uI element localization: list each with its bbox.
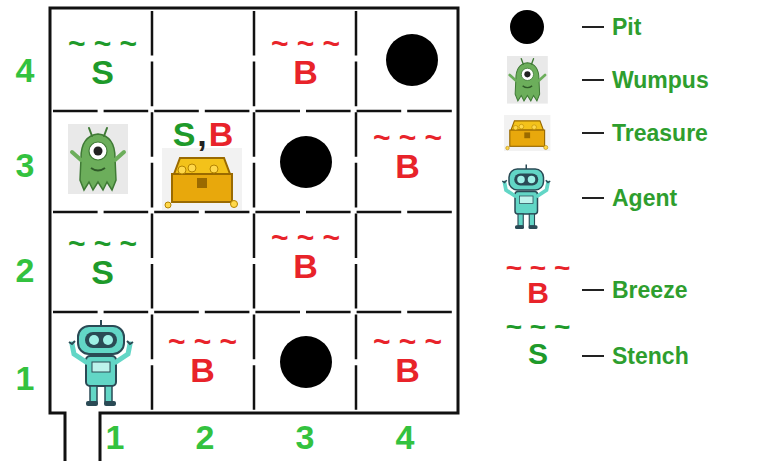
- column-number: 3: [296, 420, 315, 454]
- legend-letter: S: [528, 339, 548, 369]
- row-number: 2: [16, 253, 35, 287]
- legend-text: Stench: [612, 343, 689, 370]
- legend-text: Wumpus: [612, 67, 709, 94]
- legend-text: Treasure: [612, 120, 708, 147]
- grid-cell: ~ ~ ~S: [55, 22, 150, 104]
- percept-letter: B: [395, 351, 420, 389]
- legend-text: Breeze: [612, 277, 687, 304]
- grid-cell: ~ ~ ~B: [258, 216, 353, 298]
- row-number: 3: [16, 148, 35, 182]
- column-number: 2: [196, 420, 215, 454]
- percept-mark: ~ ~ ~: [373, 333, 442, 351]
- legend-letter: B: [527, 278, 549, 308]
- percept-letter: S: [91, 253, 114, 291]
- percept-mark: ~ ~ ~: [271, 229, 340, 247]
- legend-text: Agent: [612, 185, 677, 212]
- column-number: 4: [396, 420, 415, 454]
- grid-cell: S,B: [158, 114, 248, 154]
- percept-mark: ~ ~ ~: [373, 129, 442, 147]
- legend-mark: ~ ~ ~: [506, 313, 571, 341]
- percept-mark: ~ ~ ~: [168, 333, 237, 351]
- percept-mark: ~ ~ ~: [68, 235, 137, 253]
- percept-letter: B: [395, 147, 420, 185]
- percept-letter: ,: [197, 115, 206, 153]
- percept-letter: S: [91, 53, 114, 91]
- column-number: 1: [106, 420, 125, 454]
- grid-cell: ~ ~ ~B: [360, 320, 455, 402]
- percept-letter: B: [209, 115, 234, 153]
- percept-letter: S: [173, 115, 196, 153]
- percept-mark: ~ ~ ~: [68, 35, 137, 53]
- percept-letter: B: [293, 53, 318, 91]
- grid-cell: ~ ~ ~B: [258, 22, 353, 104]
- row-number: 1: [16, 361, 35, 395]
- grid-cell: ~ ~ ~B: [360, 116, 455, 198]
- legend-text: Pit: [612, 14, 641, 41]
- grid-cell: ~ ~ ~S: [55, 222, 150, 304]
- grid-cell: ~ ~ ~B: [155, 320, 250, 402]
- percept-letter: B: [293, 247, 318, 285]
- percept-letter: B: [190, 351, 215, 389]
- row-number: 4: [16, 53, 35, 87]
- percept-mark: ~ ~ ~: [271, 35, 340, 53]
